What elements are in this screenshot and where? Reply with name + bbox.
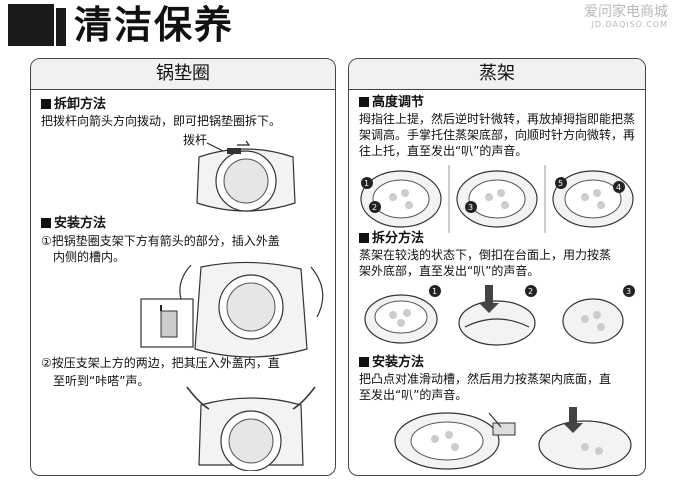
watermark: 爱问家电商城 JD.DAQISO.COM: [584, 4, 668, 30]
height-adjust-heading: 高度调节: [359, 95, 424, 111]
svg-text:1: 1: [364, 179, 369, 188]
height-adjust-line3: 往上托，直至发出“叭”的声音。: [359, 144, 528, 158]
install-method-heading: 安装方法: [41, 216, 106, 232]
split-method-line1: 蒸架在较浅的状态下，倒扣在台面上，用力按蒸: [359, 248, 612, 262]
split-method-line2: 架外底部，直至发出“叭”的声音。: [359, 264, 540, 278]
height-adjust-line1: 拇指往上提，然后逆时针微转，再放掉拇指即能把蒸: [359, 112, 636, 126]
lever-callout: 拨杆: [183, 133, 208, 147]
header-bar-mark: [56, 8, 66, 46]
page-title: 清洁保养: [74, 3, 235, 47]
steamer-install-heading: 安装方法: [359, 355, 424, 371]
svg-text:3: 3: [626, 287, 631, 296]
watermark-line2: JD.DAQISO.COM: [591, 20, 668, 29]
remove-method-text: 把拨杆向箭头方向拨动，即可把锅垫圈拆下。: [41, 114, 282, 128]
svg-text:4: 4: [616, 183, 621, 192]
install-step1-line2: 内侧的槽内。: [53, 250, 126, 264]
gasket-remove-illustration: [196, 140, 296, 212]
steamer-panel: 蒸架 高度调节 拇指往上提，然后逆时针微转，再放掉拇指即能把蒸 架调高。手掌托住…: [348, 58, 646, 476]
svg-text:1: 1: [432, 287, 437, 296]
steamer-install-line2: 至发出“叭”的声音。: [359, 388, 468, 402]
gasket-press-illustration: [186, 386, 316, 471]
steamer-install-illustrations: [394, 407, 632, 470]
split-method-illustrations: 1 2 3: [364, 285, 635, 346]
height-adjust-illustrations: 1 2 3 5 4: [360, 165, 634, 233]
install-step1-line1: ①把锅垫圈支架下方有箭头的部分，插入外盖: [41, 234, 280, 248]
install-step2-line1: ②按压支架上方的两边，把其压入外盖内，直: [41, 356, 280, 370]
svg-text:2: 2: [372, 203, 377, 212]
header-block-mark: [8, 4, 54, 46]
height-adjust-line2: 架调高。手掌托住蒸架底部，向顺时针方向微转，再: [359, 128, 636, 142]
svg-text:2: 2: [528, 287, 533, 296]
svg-text:5: 5: [558, 179, 563, 188]
gasket-panel: 锅垫圈 拆卸方法 把拨杆向箭头方向拨动，即可把锅垫圈拆下。 拨杆 安装方法 ①把…: [30, 58, 336, 476]
install-step2-line2: 至听到“咔嗒”声。: [53, 374, 150, 388]
watermark-line1: 爱问家电商城: [584, 4, 668, 20]
steamer-install-line1: 把凸点对准滑动槽，然后用力按蒸架内底面，直: [359, 372, 612, 386]
remove-method-heading: 拆卸方法: [41, 97, 106, 113]
svg-text:3: 3: [468, 203, 473, 212]
gasket-panel-title: 锅垫圈: [31, 59, 335, 90]
gasket-install-illustration: [140, 261, 324, 358]
split-method-heading: 拆分方法: [359, 231, 424, 247]
steamer-panel-title: 蒸架: [349, 59, 645, 90]
